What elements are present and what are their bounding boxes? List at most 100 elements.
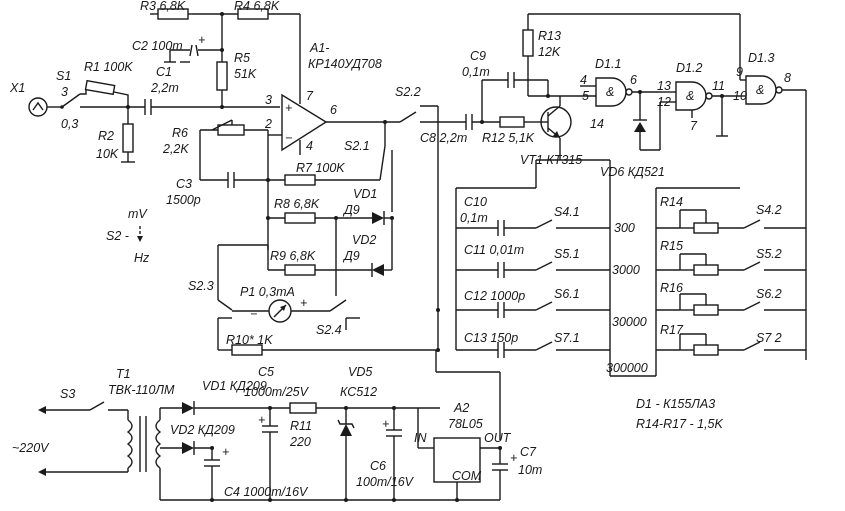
switch-s1: [60, 93, 81, 109]
r11: [289, 402, 317, 414]
r7: [284, 174, 316, 186]
nand-gate-d1-2: &: [675, 81, 713, 111]
res-row-r16: [679, 293, 806, 316]
note-d1: D1 - К155ЛА3: [636, 397, 715, 411]
r1: [84, 79, 116, 96]
c10-value: 0,1m: [460, 211, 488, 225]
c2-plus: +: [198, 33, 205, 47]
c9-label: C9: [470, 49, 486, 63]
s62-label: S6.2: [756, 287, 782, 301]
diode-vd1: [372, 211, 385, 225]
d13-pin9: 9: [736, 65, 743, 79]
a1-label: A1-: [309, 41, 329, 55]
a2-out: OUT: [484, 431, 512, 445]
r7-label: R7 100K: [296, 161, 345, 175]
mode-s2: S2 -: [106, 229, 129, 243]
c4-label: C4 1000m/16V: [224, 485, 309, 499]
r2-label: R2: [98, 129, 114, 143]
note-r14-r17: R14-R17 - 1,5K: [636, 417, 724, 431]
d11-pin14: 14: [590, 117, 604, 131]
p1-label: P1 0,3mA: [240, 285, 295, 299]
vd2-label: VD2: [352, 233, 376, 247]
c7-value: 10m: [518, 463, 542, 477]
c1-label: C1: [156, 65, 172, 79]
d13-label: D1.3: [748, 51, 774, 65]
s1-pos-a: 3: [61, 85, 68, 99]
c2-label: C2 100m: [132, 39, 183, 53]
r6-value: 2,2K: [162, 142, 189, 156]
r2-value: 10K: [96, 147, 119, 161]
mains-label: ~220V: [12, 441, 50, 455]
s21-label: S2.1: [344, 139, 370, 153]
p1-minus: −: [250, 307, 257, 321]
r11-value: 220: [289, 435, 311, 449]
r10-label: R10* 1K: [226, 333, 273, 347]
r6: [217, 124, 245, 136]
x1-label: X1: [9, 81, 25, 95]
svg-text:&: &: [686, 89, 694, 103]
t1-label: T1: [116, 367, 131, 381]
c6-label: C6: [370, 459, 386, 473]
range-300: 300: [614, 221, 635, 235]
s1-label: S1: [56, 69, 71, 83]
mode-mv: mV: [128, 207, 148, 221]
s22-label: S2.2: [395, 85, 421, 99]
s61-label: S6.1: [554, 287, 580, 301]
d11-pin4: 4: [580, 73, 587, 87]
vd5-label: VD5: [348, 365, 372, 379]
vd1-type: Д9: [342, 203, 360, 217]
r9: [284, 264, 316, 276]
a2-in: IN: [414, 431, 427, 445]
d13-pin10: 10: [733, 89, 747, 103]
d12-pin11: 11: [712, 79, 725, 93]
meter-p1: [268, 299, 292, 323]
c8-label: C8 2,2m: [420, 131, 467, 145]
svg-text:+: +: [285, 101, 292, 115]
r4-label: R4 6,8K: [234, 0, 280, 13]
c3-label: C3: [176, 177, 192, 191]
s3-label: S3: [60, 387, 75, 401]
diode-psu-vd2: [182, 441, 195, 455]
s72-label: S7 2: [756, 331, 782, 345]
c6-plus: +: [382, 417, 389, 431]
range-30000: 30000: [612, 315, 647, 329]
d12-label: D1.2: [676, 61, 702, 75]
pin3: 3: [265, 93, 272, 107]
pin6: 6: [330, 103, 337, 117]
r13-label: R13: [538, 29, 561, 43]
transformer-t1: [126, 416, 162, 472]
r14-label: R14: [660, 195, 683, 209]
range-300000: 300000: [606, 361, 648, 375]
r5: [216, 61, 228, 91]
pin7: 7: [306, 89, 314, 103]
nand-gate-d1-1: &: [595, 77, 633, 107]
s71-label: S7.1: [554, 331, 580, 345]
r2: [122, 123, 134, 153]
psu-vd2-label: VD2 КД209: [170, 423, 235, 437]
c9-value: 0,1m: [462, 65, 490, 79]
d12-pin7: 7: [690, 119, 698, 133]
vd2-type: Д9: [342, 249, 360, 263]
s51-label: S5.1: [554, 247, 580, 261]
cap-row-c10: [456, 219, 610, 236]
res-row-r14: [679, 209, 806, 234]
d12-pin13: 13: [657, 79, 671, 93]
s24-label: S2.4: [316, 323, 342, 337]
r5-value: 51K: [234, 67, 257, 81]
vd5-type: КС512: [340, 385, 377, 399]
a2-label: A2: [453, 401, 469, 415]
t1-type: ТВК-110ЛМ: [108, 383, 175, 397]
cap-row-c12: [456, 301, 610, 318]
c13-label: C13 150p: [464, 331, 518, 345]
psu-vd1-label: VD1 КД209: [202, 379, 267, 393]
diode-psu-vd1: [182, 401, 195, 415]
c6-value: 100m/16V: [356, 475, 415, 489]
c4-plus: +: [222, 445, 229, 459]
c3-value: 1500p: [166, 193, 201, 207]
r1-label: R1 100K: [84, 60, 133, 74]
c12-label: C12 1000p: [464, 289, 525, 303]
svg-text:&: &: [756, 83, 764, 97]
pin2: 2: [264, 117, 272, 131]
c11-label: C11 0,01m: [464, 243, 524, 257]
c5-label: C5: [258, 365, 274, 379]
